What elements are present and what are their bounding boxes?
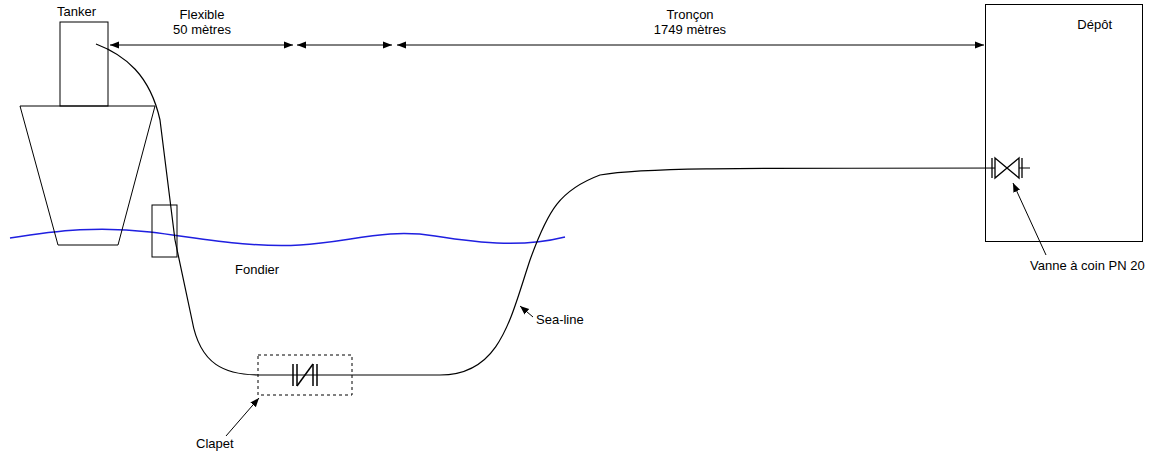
leader-line xyxy=(226,398,259,436)
dimension-label: Tronçon 1749 mètres xyxy=(652,7,728,37)
dimension-label: Flexible 50 mètres xyxy=(172,7,232,37)
check-valve-symbol xyxy=(293,364,317,386)
leader-line xyxy=(1013,183,1046,255)
part-label: Vanne à coin PN 20 xyxy=(1030,258,1145,273)
water-line xyxy=(10,229,565,245)
gate-valve-symbol xyxy=(992,158,1022,178)
hose-support xyxy=(152,205,177,257)
ship-name: Tanker xyxy=(57,4,96,19)
dimension-line xyxy=(397,45,984,46)
sea-line-pipe xyxy=(96,44,1030,375)
dimension-line xyxy=(110,45,293,46)
part-label: Clapet xyxy=(196,436,234,451)
depot-box: Dépôt xyxy=(985,4,1143,242)
check-valve-enclosure xyxy=(258,355,352,395)
part-label: Sea-line xyxy=(536,312,584,327)
leader-line xyxy=(520,306,533,317)
box-title: Dépôt xyxy=(992,17,1112,32)
zone-label: Fondier xyxy=(235,262,279,277)
dimension-line xyxy=(297,45,392,46)
tanker-hull xyxy=(20,106,155,245)
tanker-superstructure xyxy=(60,22,108,106)
